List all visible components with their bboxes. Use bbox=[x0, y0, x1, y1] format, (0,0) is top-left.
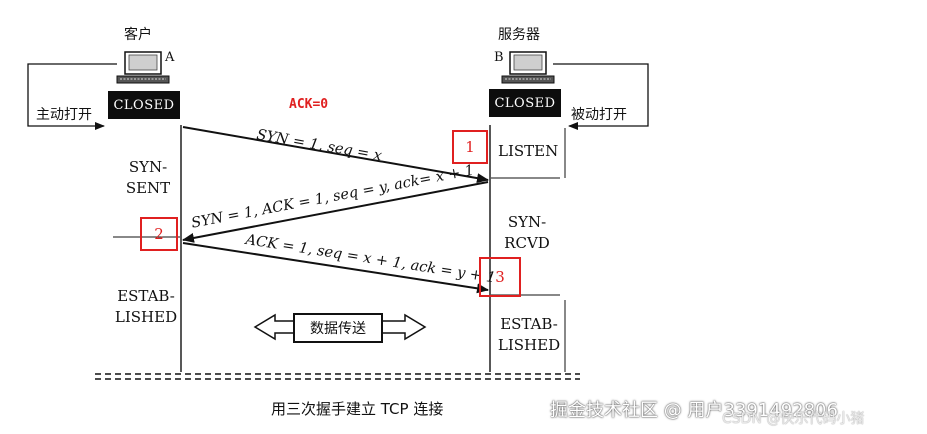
figure-caption: 用三次握手建立 TCP 连接 bbox=[271, 400, 444, 418]
client-syn-sent-line2: SENT bbox=[125, 179, 171, 197]
client-active-open-label: 主动打开 bbox=[36, 107, 92, 123]
server-syn-rcvd-line2: RCVD bbox=[504, 234, 550, 252]
client-open-loop bbox=[27, 63, 117, 130]
step-marker-3: 3 bbox=[479, 257, 521, 297]
server-syn-rcvd-line1: SYN- bbox=[507, 213, 547, 231]
client-name: 客户 bbox=[124, 27, 152, 43]
server-closed-state: CLOSED bbox=[489, 89, 561, 117]
server-name: 服务器 bbox=[498, 27, 540, 43]
client-established-line2: LISHED bbox=[114, 308, 178, 326]
server-listen-state: LISTEN bbox=[498, 142, 559, 160]
server-passive-open-label: 被动打开 bbox=[571, 107, 627, 123]
ack-arrow bbox=[182, 242, 489, 294]
server-established-line2: LISHED bbox=[497, 336, 561, 354]
server-established-line1: ESTAB- bbox=[500, 315, 558, 333]
step-marker-1: 1 bbox=[452, 130, 488, 164]
ack0-annotation: ACK=0 bbox=[289, 97, 329, 112]
client-tag: A bbox=[165, 50, 175, 65]
watermark-csdn: CSDN @快乐代码小猪 bbox=[722, 411, 865, 427]
client-syn-sent-line1: SYN- bbox=[128, 158, 168, 176]
client-closed-state: CLOSED bbox=[108, 91, 180, 119]
client-established-line1: ESTAB- bbox=[117, 287, 175, 305]
step-marker-2: 2 bbox=[140, 217, 178, 251]
data-transfer-label: 数据传送 bbox=[293, 313, 383, 343]
server-tag: B bbox=[494, 50, 504, 65]
watermark-juejin: 掘金技术社区 @ 用户3391492806 bbox=[550, 400, 838, 421]
server-open-loop bbox=[553, 63, 649, 130]
client-computer-icon bbox=[116, 51, 170, 84]
syn-ack-arrow bbox=[182, 181, 489, 243]
server-computer-icon bbox=[501, 51, 555, 84]
syn-arrow bbox=[182, 126, 489, 184]
